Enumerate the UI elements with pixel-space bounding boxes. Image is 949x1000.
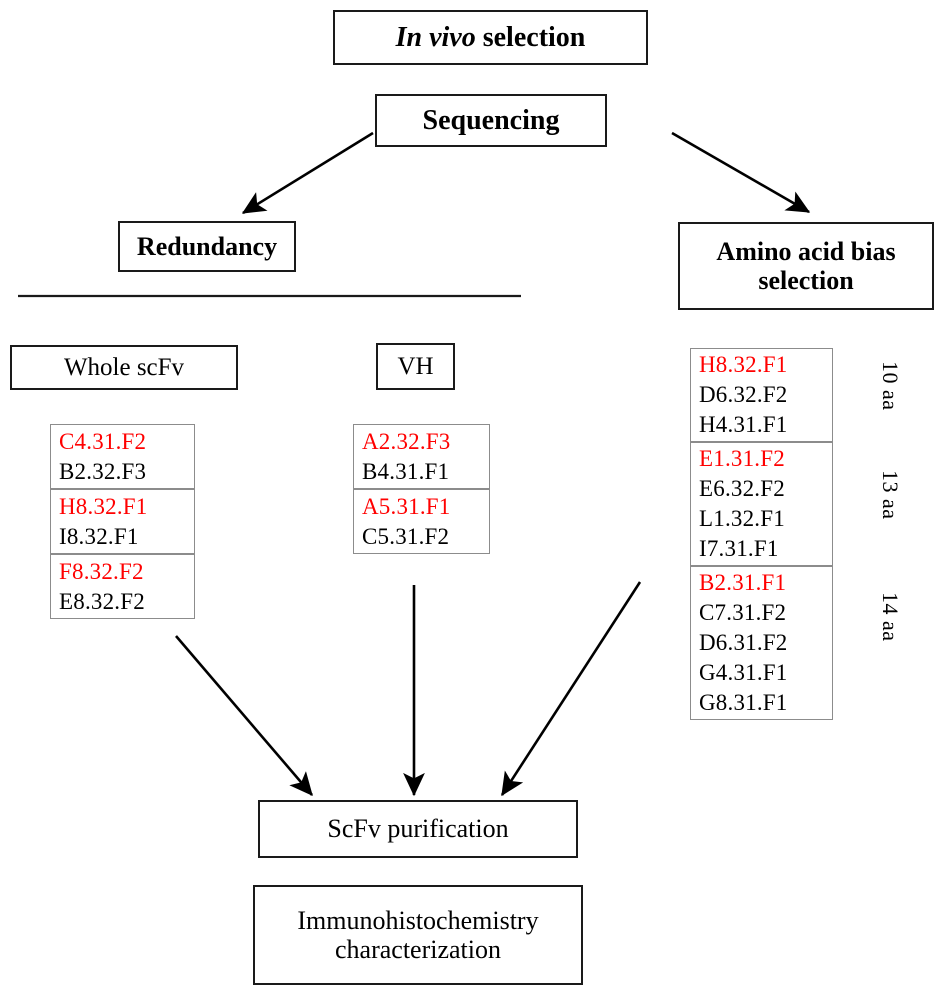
node-scfv-purification[interactable]: ScFv purification <box>258 800 578 858</box>
clone-group-whole-scfv-2[interactable]: H8.32.F1 I8.32.F1 <box>50 489 195 554</box>
clone-id: C4.31.F2 <box>59 428 147 454</box>
clone-group-vh-2[interactable]: A5.31.F1 C5.31.F2 <box>353 489 490 554</box>
in-vivo-italic: In vivo <box>395 21 476 53</box>
node-whole-scfv[interactable]: Whole scFv <box>10 345 238 390</box>
clone-id: E1.31.F2 <box>699 446 785 472</box>
clone-group-whole-scfv-1[interactable]: C4.31.F2 B2.32.F3 <box>50 424 195 489</box>
node-whole-scfv-label: Whole scFv <box>63 353 185 381</box>
length-label-14aa: 14 aa <box>878 592 903 642</box>
clone-group-whole-scfv-3[interactable]: F8.32.F2 E8.32.F2 <box>50 554 195 619</box>
clone-id: G8.31.F1 <box>699 689 788 715</box>
clone-id: B2.32.F3 <box>59 458 147 484</box>
node-immunohistochemistry-label: Immunohistochemistry characterization <box>297 905 539 964</box>
node-in-vivo-selection-label: In vivo selection <box>396 22 586 53</box>
edge-sequencing-to-redundancy <box>241 131 374 215</box>
node-amino-acid-bias-selection-label: Amino acid bias selection <box>716 236 896 295</box>
clone-id: E6.32.F2 <box>699 476 785 502</box>
edge-sequencing-to-amino-acid-bias <box>671 131 811 214</box>
node-in-vivo-selection[interactable]: In vivo selection <box>333 10 648 65</box>
edge-bias-to-purification <box>500 581 642 797</box>
clone-id: E8.32.F2 <box>59 588 145 614</box>
edge-whole-scfv-to-purification <box>175 635 313 796</box>
clone-id: G4.31.F1 <box>699 659 788 685</box>
clone-id: B4.31.F1 <box>362 458 450 484</box>
node-amino-acid-bias-selection[interactable]: Amino acid bias selection <box>678 222 934 310</box>
clone-id: F8.32.F2 <box>59 558 144 584</box>
clone-group-bias-13aa[interactable]: E1.31.F2 E6.32.F2 L1.32.F1 I7.31.F1 <box>690 442 833 566</box>
node-redundancy[interactable]: Redundancy <box>118 221 296 272</box>
clone-id: B2.31.F1 <box>699 570 787 596</box>
clone-id: A2.32.F3 <box>362 428 451 454</box>
length-label-13aa: 13 aa <box>878 470 903 520</box>
in-vivo-rest: selection <box>475 21 586 53</box>
clone-id: H8.32.F1 <box>699 352 788 378</box>
node-immunohistochemistry-characterization[interactable]: Immunohistochemistry characterization <box>253 885 583 985</box>
clone-id: C7.31.F2 <box>699 600 787 626</box>
node-scfv-purification-label: ScFv purification <box>327 814 509 844</box>
clone-group-bias-14aa[interactable]: B2.31.F1 C7.31.F2 D6.31.F2 G4.31.F1 G8.3… <box>690 566 833 720</box>
node-sequencing[interactable]: Sequencing <box>375 94 607 147</box>
node-vh[interactable]: VH <box>376 343 455 390</box>
clone-group-vh-1[interactable]: A2.32.F3 B4.31.F1 <box>353 424 490 489</box>
clone-id: D6.32.F2 <box>699 382 788 408</box>
clone-id: H4.31.F1 <box>699 411 788 437</box>
clone-id: D6.31.F2 <box>699 630 788 656</box>
clone-group-bias-10aa[interactable]: H8.32.F1 D6.32.F2 H4.31.F1 <box>690 348 833 442</box>
clone-id: I7.31.F1 <box>699 535 779 561</box>
clone-id: H8.32.F1 <box>59 493 148 519</box>
clone-id: A5.31.F1 <box>362 493 451 519</box>
node-redundancy-label: Redundancy <box>136 231 278 261</box>
clone-id: C5.31.F2 <box>362 523 450 549</box>
clone-id: I8.32.F1 <box>59 523 139 549</box>
node-sequencing-label: Sequencing <box>422 104 560 136</box>
clone-id: L1.32.F1 <box>699 506 785 531</box>
node-vh-label: VH <box>397 352 434 380</box>
length-label-10aa: 10 aa <box>878 361 903 411</box>
